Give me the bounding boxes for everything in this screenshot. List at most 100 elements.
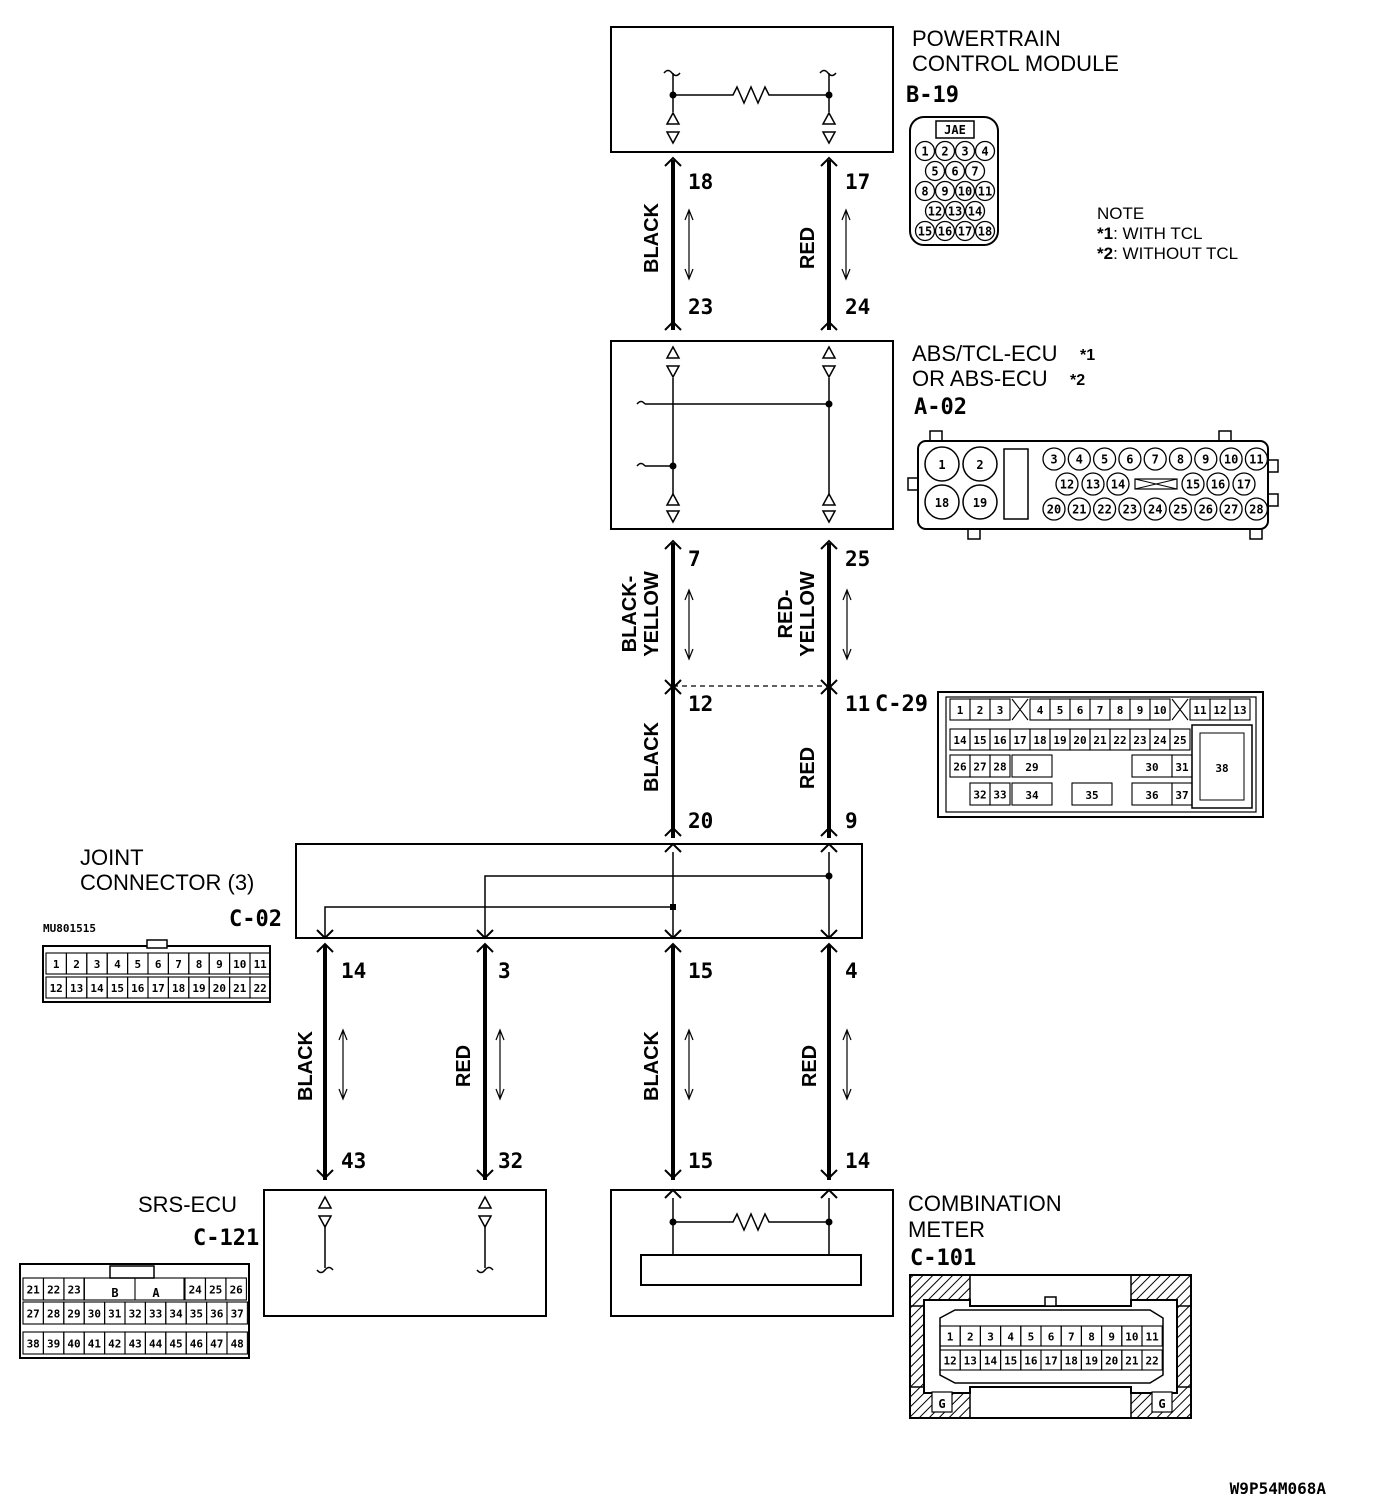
c101-pin-number: 13: [964, 1355, 977, 1368]
a02-pin-number: 3: [1050, 453, 1057, 467]
meter-ground-right: G: [1158, 1397, 1165, 1411]
b19-pin-number: 13: [948, 205, 962, 219]
c02-pin-number: 1: [53, 958, 60, 971]
b19-pin: [924, 200, 946, 222]
wire-color-srs-black: BLACK: [295, 1030, 317, 1101]
a02-pin: [1244, 497, 1269, 521]
c29-pin-number: 7: [1097, 704, 1104, 717]
c02-pin-number: 5: [134, 958, 141, 971]
c121-pin-number: 45: [169, 1338, 182, 1351]
c121-pin-number: 24: [189, 1284, 203, 1297]
a02-pin: [1194, 447, 1218, 471]
pin-c29-black: 12: [688, 692, 713, 716]
c29-pin-number: 29: [1025, 761, 1038, 774]
c29-pin-number: 31: [1175, 761, 1189, 774]
pin-joint-out-15: 15: [688, 959, 713, 983]
b19-pin-number: 15: [918, 225, 932, 239]
c121-pin-number: 44: [149, 1338, 163, 1351]
wire-color-c29-red: RED: [797, 747, 819, 789]
c29-pin-number: 18: [1033, 734, 1046, 747]
c29-pin-number: 30: [1145, 761, 1158, 774]
pcm-code: B-19: [906, 83, 959, 108]
c101-pin-number: 11: [1145, 1331, 1159, 1344]
c101-pin-number: 4: [1007, 1331, 1014, 1344]
c29-pin-number: 3: [997, 704, 1004, 717]
pcm-name-2: CONTROL MODULE: [912, 51, 1119, 76]
a02-pin: [1092, 447, 1117, 471]
note-title: NOTE: [1097, 204, 1144, 223]
c02-pin-number: 21: [233, 982, 247, 995]
c121-pin-number: 40: [67, 1338, 80, 1351]
a02-pin-number: 6: [1126, 453, 1133, 467]
b19-pin: [964, 200, 986, 222]
c121-pin-number: 38: [27, 1338, 40, 1351]
c101-pin-number: 15: [1004, 1355, 1017, 1368]
signal-arrow-icon: [495, 1028, 505, 1101]
c101-pin-number: 12: [943, 1355, 956, 1368]
c29-pin-number: 25: [1173, 734, 1186, 747]
c121-pin-number: 33: [149, 1308, 162, 1321]
c101-pin-number: 8: [1088, 1331, 1095, 1344]
c02-pin-number: 3: [94, 958, 101, 971]
a02-pin-number: 9: [1202, 453, 1209, 467]
wires-abs-c29: 7 25 BLACK- YELLOW RED- YELLOW: [619, 539, 870, 695]
c121-side-a: A: [152, 1286, 160, 1300]
c29-pin: [1071, 782, 1113, 806]
c02-pin-number: 19: [192, 982, 205, 995]
a02-pin-number: 22: [1097, 503, 1111, 517]
c121-side-b: B: [111, 1286, 118, 1300]
c02-pin-number: 7: [175, 958, 182, 971]
note-mark-1: *1: [1097, 224, 1113, 243]
c101-pin-number: 1: [947, 1331, 954, 1344]
c29-pin-number: 14: [953, 734, 967, 747]
a02-pin: [1168, 447, 1193, 471]
pin-joint-out-3: 3: [498, 959, 511, 983]
c29-pin: [1169, 728, 1191, 751]
c121-pin-number: 48: [231, 1338, 244, 1351]
joint-name-1: JOINT: [80, 845, 144, 870]
meter-ground-left: G: [938, 1397, 945, 1411]
c29-pin-number: 8: [1117, 704, 1124, 717]
pin-joint-out-14: 14: [341, 959, 366, 983]
a02-pin: [1206, 472, 1230, 496]
c29-pin: [989, 698, 1011, 721]
b19-pin-number: 8: [921, 185, 928, 199]
b19-pin: [914, 180, 936, 202]
c121-pin-number: 46: [190, 1338, 204, 1351]
c121-pin: [225, 1277, 247, 1301]
joint-box: [295, 843, 863, 939]
srs-box: [263, 1189, 547, 1317]
b19-pin-number: 1: [921, 145, 928, 159]
a02-pin: [1042, 497, 1066, 521]
c101-pin-number: 21: [1125, 1355, 1139, 1368]
c29-pin-number: 2: [977, 704, 984, 717]
wire-color-meter-black: BLACK: [641, 1030, 663, 1101]
b19-pin: [914, 140, 936, 162]
c29-pin-number: 13: [1233, 704, 1246, 717]
pcm-box: [610, 26, 894, 153]
signal-arrow-icon: [684, 1028, 694, 1101]
c121-group-ba: [83, 1277, 185, 1301]
pin-pcm-black: 18: [688, 170, 713, 194]
b19-pin: [924, 160, 946, 182]
a02-large-pin: [924, 484, 960, 520]
b19-pin: [954, 180, 976, 202]
c02-pin-number: 13: [70, 982, 83, 995]
a02-pin: [1244, 447, 1269, 471]
c29-pin-number: 12: [1213, 704, 1226, 717]
a02-pin-number: 4: [1076, 453, 1083, 467]
c121-pin-number: 26: [230, 1284, 244, 1297]
a02-pin-number: 20: [1047, 503, 1061, 517]
a02-large-pin-number: 18: [935, 496, 949, 510]
pin-srs-red: 32: [498, 1149, 523, 1173]
joint-part-no: MU801515: [43, 922, 96, 935]
c121-pin-number: 37: [231, 1308, 244, 1321]
pin-joint-in-red: 9: [845, 809, 858, 833]
c121-pin: [226, 1301, 248, 1325]
a02-pin-number: 7: [1152, 453, 1159, 467]
a02-pin: [1143, 447, 1167, 471]
b19-pin: [974, 220, 996, 242]
c101-pin-number: 2: [967, 1331, 974, 1344]
a02-large-pin: [924, 446, 960, 482]
